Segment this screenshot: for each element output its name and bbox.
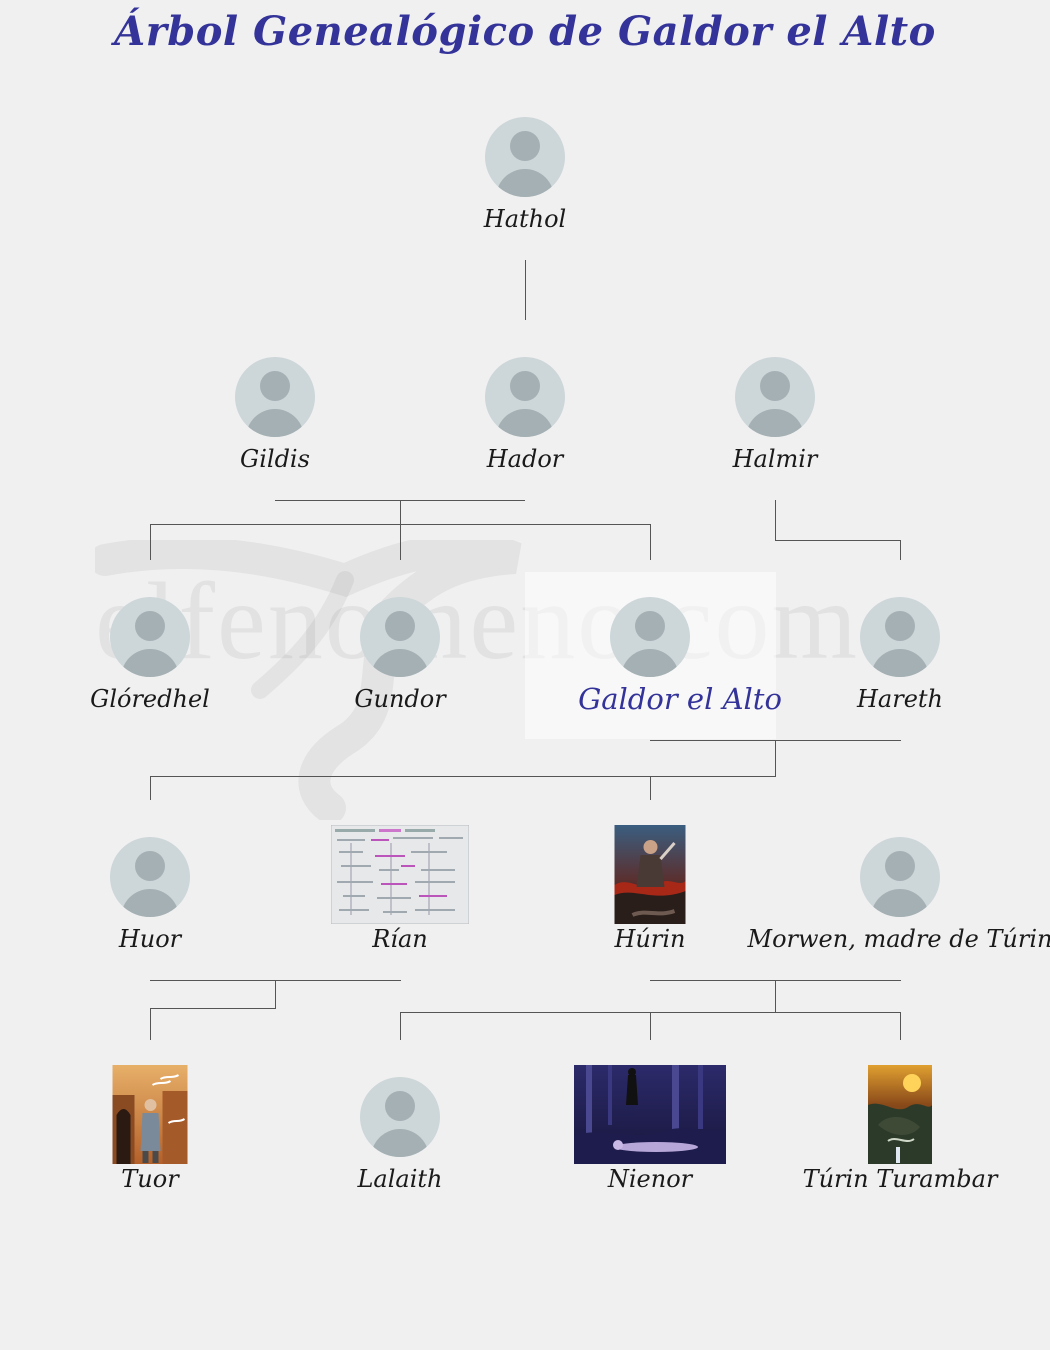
person-name: Morwen, madre de Túrin [747, 925, 1050, 953]
person-name: Tuor [121, 1165, 179, 1193]
person-name: Túrin Turambar [802, 1165, 998, 1193]
avatar-placeholder-icon [610, 597, 690, 677]
person-name: Rían [372, 925, 428, 953]
person-node-hathol[interactable]: Hathol [400, 105, 650, 255]
person-node-nienor[interactable]: Nienor [525, 1065, 775, 1215]
person-node-hareth[interactable]: Hareth [775, 585, 1025, 735]
connector-huor-rian-tuor [150, 980, 276, 1040]
person-name: Gildis [240, 445, 310, 473]
person-name: Glóredhel [90, 685, 210, 713]
person-name: Hador [486, 445, 564, 473]
person-name: Halmir [732, 445, 818, 473]
dragon-artwork-icon [868, 1065, 932, 1164]
person-node-halmir[interactable]: Halmir [650, 345, 900, 495]
person-node-gloredhel[interactable]: Glóredhel [25, 585, 275, 735]
avatar-placeholder-icon [360, 597, 440, 677]
avatar-placeholder-icon [485, 357, 565, 437]
knight-artwork-icon [112, 1065, 188, 1164]
person-name: Lalaith [357, 1165, 443, 1193]
person-node-rian[interactable]: Rían [275, 825, 525, 975]
avatar-placeholder-icon [110, 837, 190, 917]
person-node-gildis[interactable]: Gildis [150, 345, 400, 495]
person-name: Hathol [483, 205, 567, 233]
turin-photo [868, 1065, 932, 1164]
avatar-placeholder-icon [860, 597, 940, 677]
avatar-placeholder-icon [860, 837, 940, 917]
person-name: Hareth [856, 685, 943, 713]
warrior-artwork-icon [614, 825, 686, 924]
person-node-tuor[interactable]: Tuor [25, 1065, 275, 1215]
person-node-morwen[interactable]: Morwen, madre de Túrin [748, 825, 1050, 975]
person-name: Húrin [614, 925, 686, 953]
avatar-placeholder-icon [735, 357, 815, 437]
person-node-huor[interactable]: Huor [25, 825, 275, 975]
person-node-galdor[interactable]: Galdor el Alto [525, 585, 782, 735]
person-node-hador[interactable]: Hador [400, 345, 650, 495]
person-name: Huor [118, 925, 182, 953]
avatar-placeholder-icon [485, 117, 565, 197]
rian-photo [331, 825, 469, 924]
person-name-selected: Galdor el Alto [578, 682, 782, 716]
avatar-placeholder-icon [110, 597, 190, 677]
forest-artwork-icon [574, 1065, 726, 1164]
avatar-placeholder-icon [235, 357, 315, 437]
page-title: Árbol Genealógico de Galdor el Alto [114, 8, 936, 55]
person-node-turin[interactable]: Túrin Turambar [775, 1065, 1025, 1215]
person-name: Gundor [354, 685, 446, 713]
chart-image-icon [331, 825, 469, 924]
avatar-placeholder-icon [360, 1077, 440, 1157]
nienor-photo [574, 1065, 726, 1164]
hurin-photo [614, 825, 686, 924]
person-node-gundor[interactable]: Gundor [275, 585, 525, 735]
tuor-photo [112, 1065, 188, 1164]
person-node-hurin[interactable]: Húrin [525, 825, 775, 975]
person-node-lalaith[interactable]: Lalaith [275, 1065, 525, 1215]
person-name: Nienor [607, 1165, 693, 1193]
connector-halmir-hareth [775, 500, 901, 560]
